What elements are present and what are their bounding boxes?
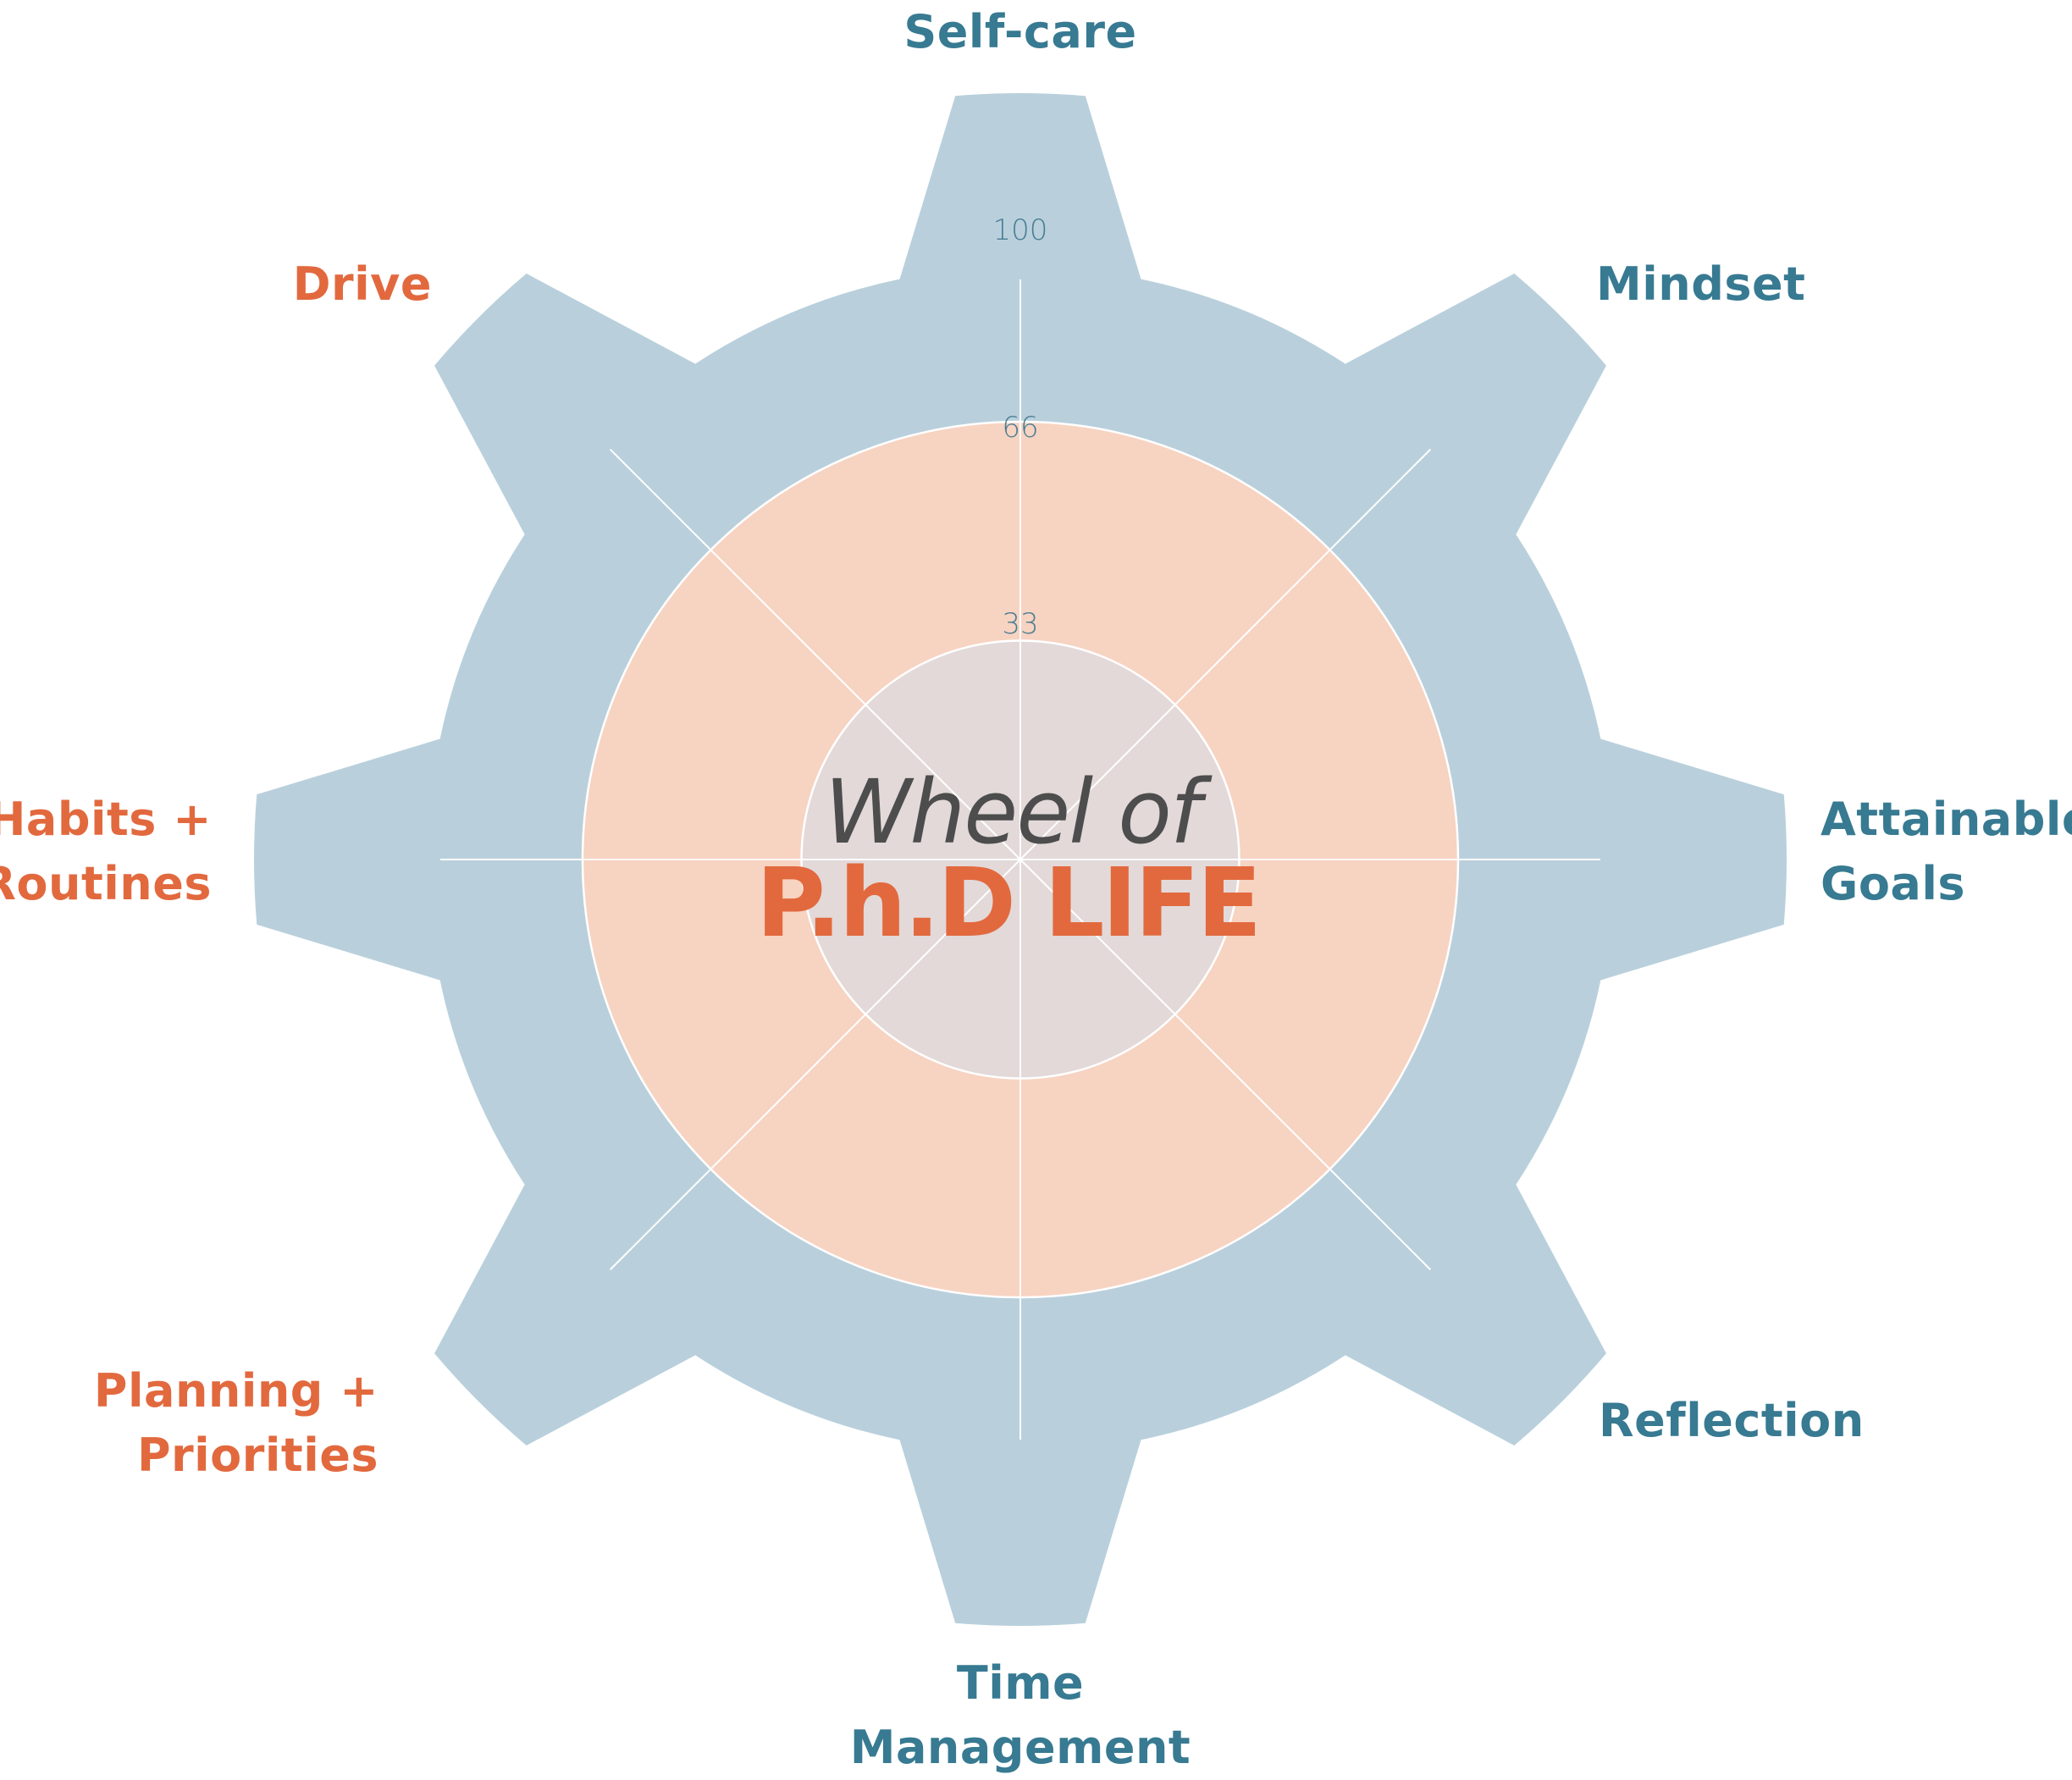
axis-label-drive: Drive — [293, 252, 432, 317]
spoke-reflection — [1019, 859, 1432, 1271]
tick-label-100: 100 — [993, 213, 1048, 247]
axis-label-line: Planning + — [93, 1364, 378, 1418]
tick-labels: 33 66 100 — [993, 213, 1048, 641]
title-line-1: Wheel of — [825, 760, 1213, 864]
axis-label-line: Habits + — [0, 793, 212, 846]
axis-label-line: Drive — [292, 257, 432, 311]
axis-label-habits-routines: Habits + Routines — [0, 788, 212, 916]
axis-label-reflection: Reflection — [1599, 1389, 1865, 1453]
tick-label-33: 33 — [1002, 607, 1038, 641]
axis-label-line: Priorities — [136, 1429, 378, 1482]
axis-label-self-care: Self-care — [766, 0, 1274, 64]
tick-label-66: 66 — [1002, 411, 1038, 445]
axis-label-line: Reflection — [1599, 1394, 1865, 1447]
spoke-mindset — [1019, 448, 1432, 860]
axis-label-line: Self-care — [903, 5, 1137, 58]
trademark-symbol: ™ — [1229, 864, 1243, 880]
axis-label-line: Management — [849, 1721, 1191, 1774]
spoke-planning-priorities — [609, 859, 1021, 1271]
spoke-drive — [609, 448, 1021, 860]
axis-label-line: Goals — [1821, 857, 1966, 910]
axis-label-mindset: Mindset — [1596, 252, 1805, 317]
axis-label-line: Routines — [0, 857, 212, 910]
axis-label-line: Attainable — [1821, 793, 2072, 846]
axis-label-line: Time — [956, 1656, 1085, 1710]
axis-label-line: Mindset — [1596, 257, 1806, 311]
axis-label-planning-priorities: Planning + Priorities — [94, 1359, 378, 1488]
axis-spokes — [440, 279, 1600, 1440]
title-line-2: P.h.D LIFE — [756, 849, 1259, 959]
